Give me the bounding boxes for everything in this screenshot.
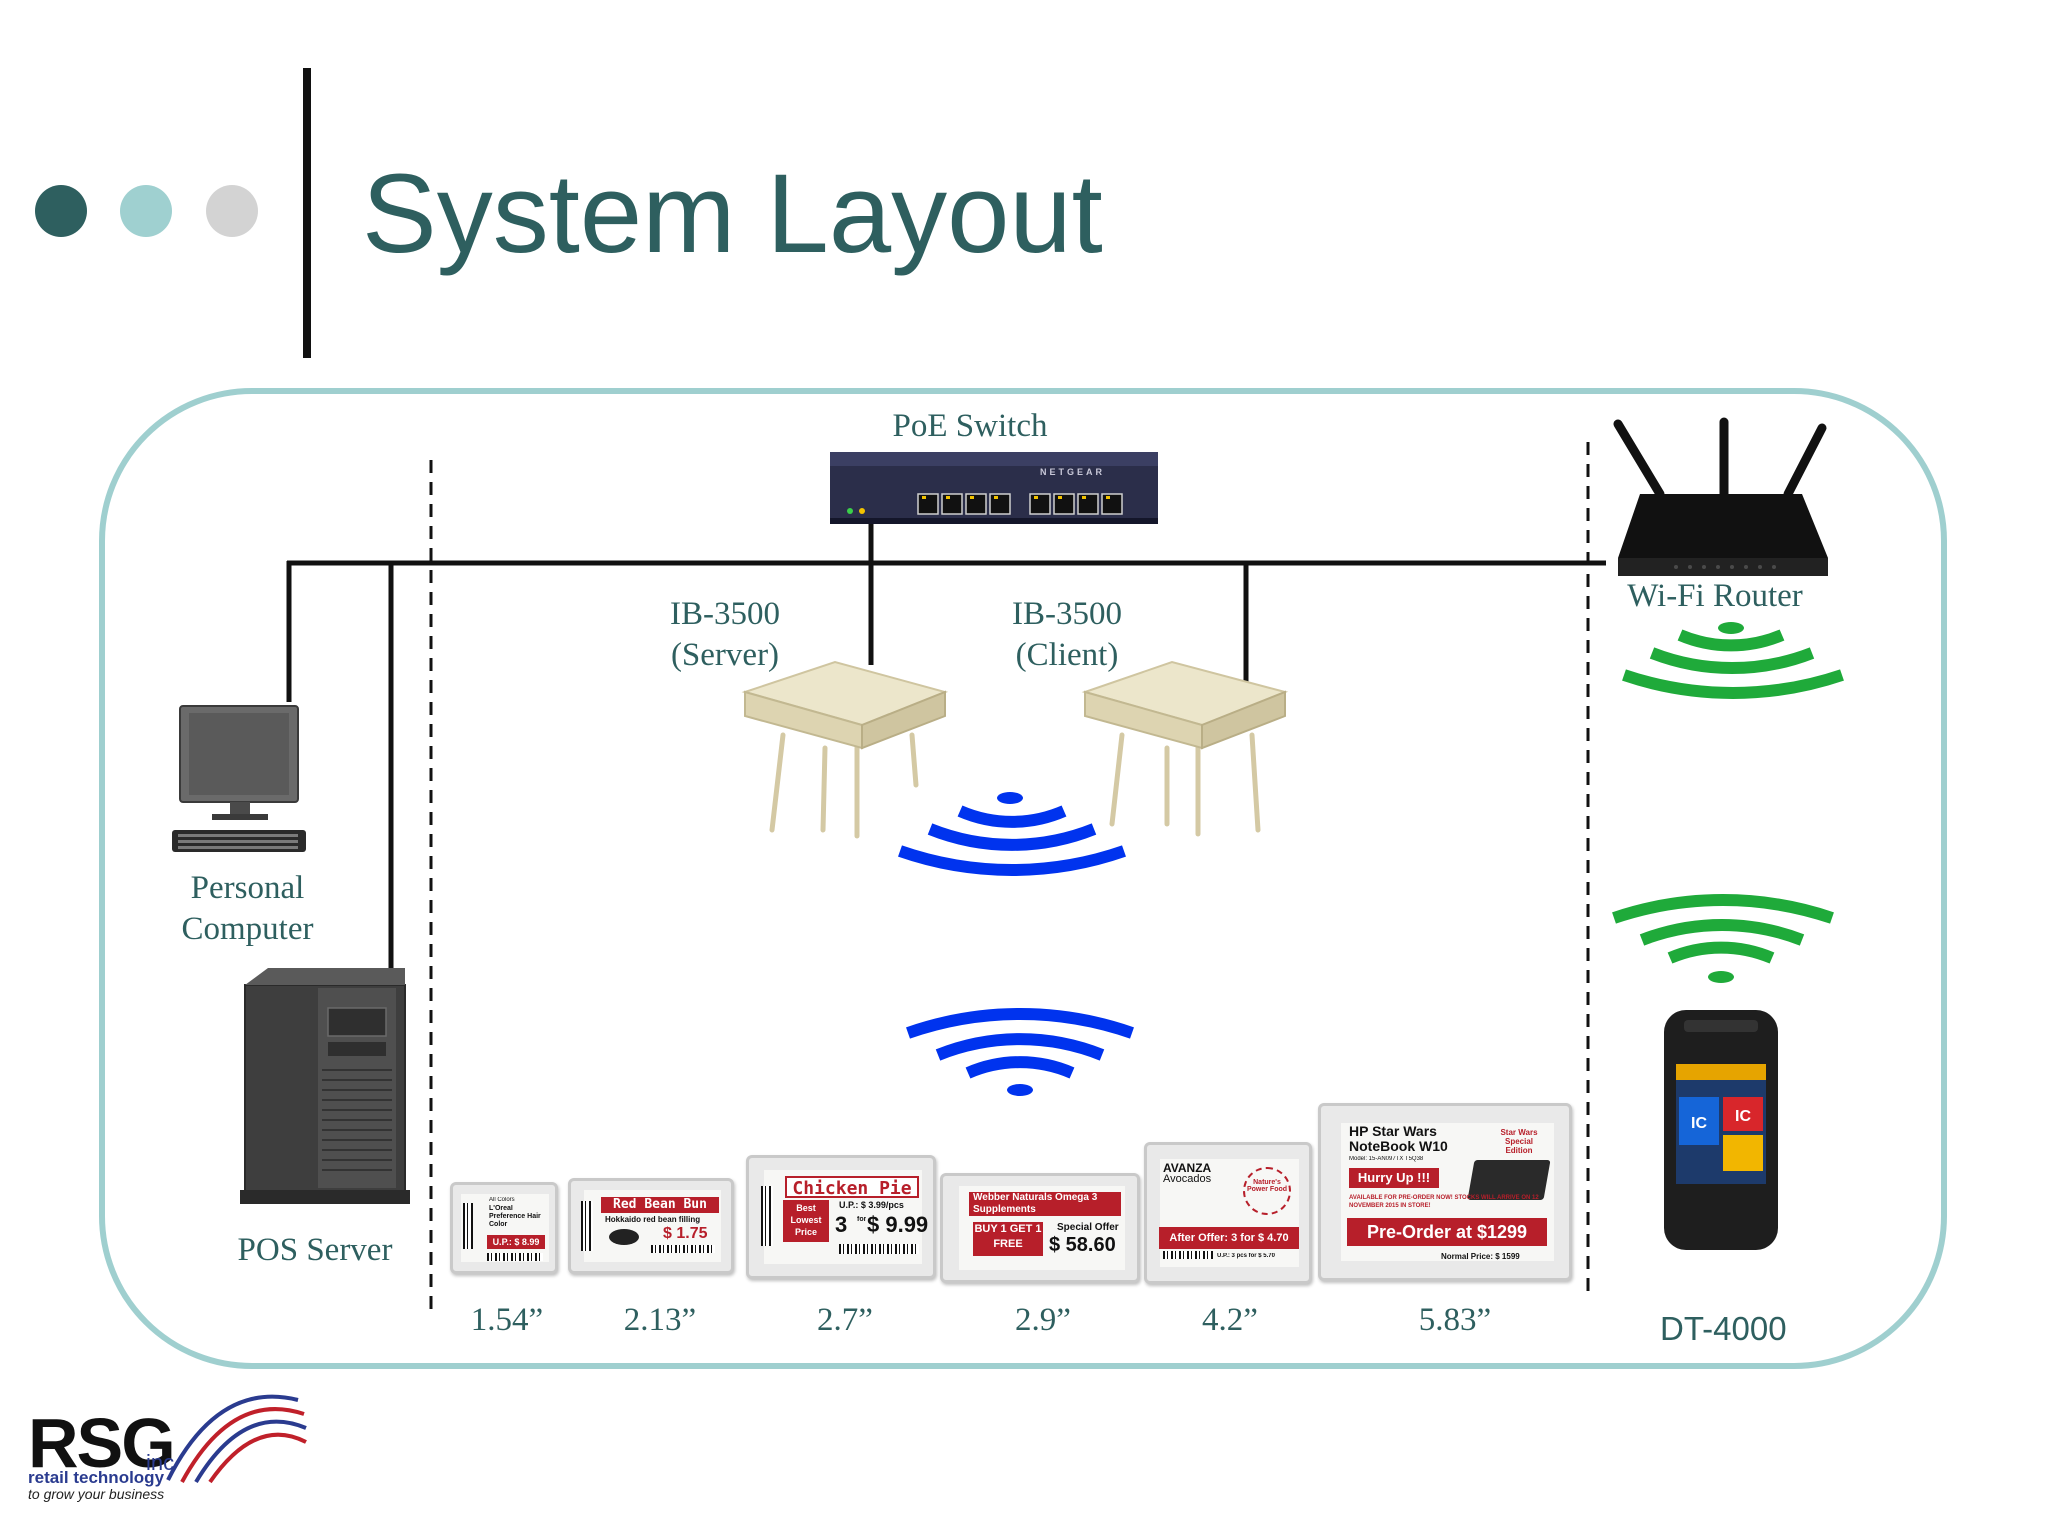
esl-after-offer-bar: After Offer: 3 for $ 4.70 — [1159, 1227, 1299, 1249]
title-dot-dark — [35, 185, 87, 237]
pos-server-label: POS Server — [237, 1232, 393, 1268]
esl-hurry-bar: Hurry Up !!! — [1349, 1168, 1439, 1188]
dt4000-handheld-device: IC IC — [1664, 1010, 1778, 1250]
ib-client-label: IB-3500 (Client) — [1012, 596, 1122, 673]
esl-model-text: Model: 15-AN097TX T5Q38 — [1349, 1156, 1424, 1162]
esl-notice-text: AVAILABLE FOR PRE-ORDER NOW! STOCKS WILL… — [1349, 1195, 1539, 1209]
esl-normal-price-text: Normal Price: $ 1599 — [1441, 1252, 1520, 1261]
esl-price-bar: U.P.: $ 8.99 — [487, 1235, 545, 1249]
esl-2-13-label: Red Bean Bun Hokkaido red bean filling $… — [568, 1178, 734, 1274]
slide-title: System Layout — [362, 151, 1103, 276]
wifi-signal-icon — [1622, 622, 1844, 699]
esl-1-54-label: All Colors L'Oreal Preference Hair Color… — [450, 1182, 558, 1274]
esl-promo-bar: BUY 1 GET 1 FREE — [973, 1222, 1043, 1256]
personal-computer-label: Personal Computer — [181, 870, 314, 947]
esl-brand-text: AVANZA — [1163, 1161, 1212, 1175]
wifi-router-device — [1613, 417, 1828, 576]
esl-size-label: 2.9” — [1015, 1302, 1071, 1338]
handheld-tile-text: IC — [1735, 1108, 1751, 1125]
title-divider — [303, 68, 311, 358]
esl-product-text: L'Oreal Preference Hair Color — [489, 1205, 541, 1228]
esl-header-bar: Chicken Pie — [785, 1176, 919, 1198]
esl-4-2-label: AVANZA Avocados Nature's Power Food Afte… — [1144, 1142, 1312, 1284]
company-logo: RSG inc retail technology to grow your b… — [28, 1394, 307, 1510]
esl-size-label: 2.7” — [817, 1302, 873, 1338]
wifi-router-label: Wi-Fi Router — [1627, 578, 1803, 614]
esl-price-text: $ 9.99 — [867, 1212, 929, 1237]
esl-sub-text: Hokkaido red bean filling — [605, 1215, 701, 1224]
logo-suffix: inc — [146, 1450, 175, 1475]
access-point-server-device — [741, 660, 949, 839]
logo-mark: RSG — [28, 1404, 176, 1482]
esl-multi-text: 3 — [835, 1212, 848, 1237]
esl-stamp-text: Nature's Power Food — [1243, 1167, 1291, 1215]
access-point-client-device — [1081, 660, 1289, 837]
esl-size-label: 1.54” — [470, 1302, 544, 1338]
personal-computer-device — [172, 705, 306, 852]
esl-product-text: Avocados — [1163, 1173, 1212, 1185]
wifi-signal-icon — [898, 792, 1126, 876]
dt4000-label: DT-4000 — [1660, 1310, 1787, 1347]
handheld-tile-text: IC — [1691, 1115, 1707, 1132]
logo-swoosh-icon — [166, 1394, 307, 1484]
ib-server-label: IB-3500 (Server) — [670, 596, 780, 673]
esl-5-83-label: HP Star Wars NoteBook W10 Model: 15-AN09… — [1318, 1103, 1572, 1281]
esl-offer-text: Special Offer — [1057, 1222, 1119, 1233]
esl-unit-price-text: U.P.: 3 pcs for $ 5.70 — [1217, 1253, 1275, 1259]
esl-edition-text: Star Wars Special Edition — [1500, 1128, 1538, 1155]
mouse-icon — [609, 1229, 639, 1245]
esl-2-7-label: Chicken Pie U.P.: $ 3.99/pcs Best Lowest… — [746, 1155, 936, 1279]
esl-brand-text: All Colors — [489, 1197, 515, 1203]
poe-switch-label: PoE Switch — [892, 408, 1048, 444]
esl-size-label: 5.83” — [1418, 1302, 1492, 1338]
esl-size-label: 4.2” — [1202, 1302, 1258, 1338]
esl-2-9-label: Webber Naturals Omega 3 Supplements Spec… — [940, 1173, 1140, 1283]
poe-switch-device: NETGEAR — [830, 452, 1158, 524]
esl-for-text: for — [857, 1216, 867, 1223]
logo-tagline: retail technology — [28, 1468, 165, 1487]
wifi-signal-icon — [906, 1008, 1134, 1096]
esl-badge: Best Lowest Price — [783, 1200, 829, 1242]
esl-header-bar: Webber Naturals Omega 3 Supplements — [969, 1192, 1121, 1216]
title-decoration — [35, 68, 311, 358]
esl-product-title: HP Star Wars NoteBook W10 — [1349, 1124, 1448, 1154]
diagram-frame — [99, 388, 1947, 1369]
esl-price-text: $ 58.60 — [1049, 1234, 1116, 1256]
pos-server-device — [240, 968, 410, 1204]
esl-price-text: $ 1.75 — [663, 1225, 708, 1242]
esl-header-bar: Red Bean Bun — [601, 1197, 719, 1213]
network-cabling — [286, 522, 1606, 973]
esl-preorder-bar: Pre-Order at $1299 — [1347, 1218, 1547, 1246]
wifi-signal-icon — [1612, 894, 1834, 983]
esl-unit-price-text: U.P.: $ 3.99/pcs — [839, 1200, 904, 1210]
esl-size-label: 2.13” — [623, 1302, 697, 1338]
switch-brand-text: NETGEAR — [1040, 467, 1105, 477]
title-dot-mid — [120, 185, 172, 237]
title-dot-light — [206, 185, 258, 237]
logo-tagline-secondary: to grow your business — [28, 1486, 165, 1502]
